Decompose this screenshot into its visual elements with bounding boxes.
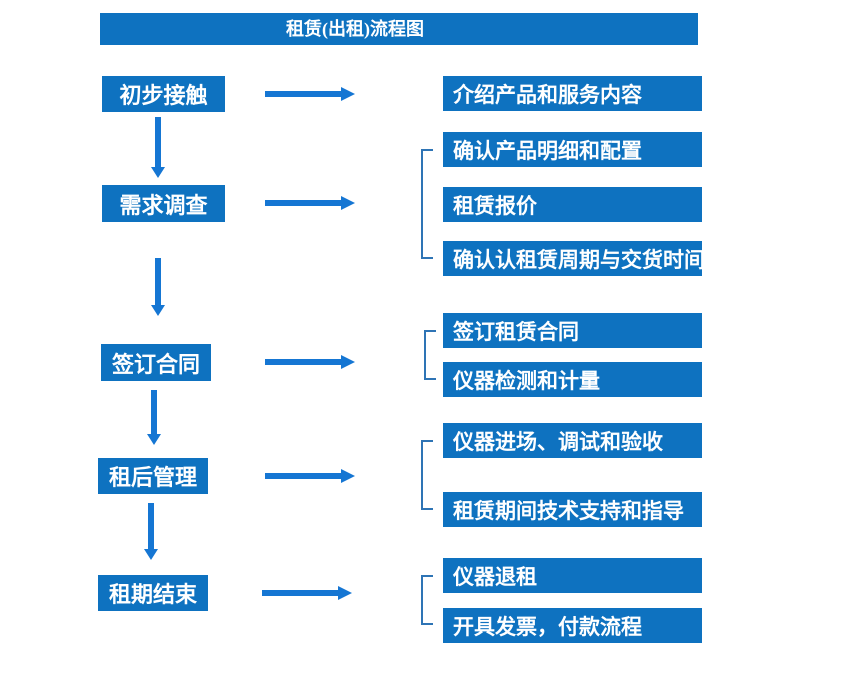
arrow-shaft — [262, 590, 339, 596]
step-box-post-rental-management: 租后管理 — [98, 458, 208, 494]
arrow-shaft — [265, 200, 342, 206]
right-arrow-5 — [262, 586, 352, 600]
right-arrow-2 — [265, 196, 355, 210]
arrow-shaft — [265, 91, 342, 97]
arrow-shaft — [155, 258, 161, 305]
group-bracket-sign-contract — [424, 330, 436, 380]
detail-box-invoice-payment: 开具发票，付款流程 — [443, 608, 702, 643]
detail-box-technical-support: 租赁期间技术支持和指导 — [443, 492, 702, 527]
group-bracket-post-rental — [421, 440, 433, 510]
group-bracket-demand-survey — [421, 149, 433, 259]
arrow-head-icon — [147, 434, 161, 445]
detail-box-sign-rental-contract: 签订租赁合同 — [443, 313, 702, 348]
arrow-shaft — [265, 359, 342, 365]
down-arrow-1 — [151, 117, 165, 178]
arrow-head-icon — [341, 469, 355, 483]
arrow-shaft — [151, 390, 157, 434]
step-box-demand-survey: 需求调查 — [102, 185, 225, 222]
detail-box-confirm-product-config: 确认产品明细和配置 — [443, 132, 702, 167]
detail-box-rental-quote: 租赁报价 — [443, 187, 702, 222]
right-arrow-3 — [265, 355, 355, 369]
right-arrow-4 — [265, 469, 355, 483]
detail-box-instrument-return: 仪器退租 — [443, 558, 702, 593]
step-box-initial-contact: 初步接触 — [102, 76, 225, 112]
arrow-shaft — [148, 503, 154, 549]
arrow-head-icon — [151, 305, 165, 316]
arrow-shaft — [155, 117, 161, 167]
arrow-head-icon — [151, 167, 165, 178]
detail-box-introduce-products: 介绍产品和服务内容 — [443, 76, 702, 111]
down-arrow-2 — [151, 258, 165, 316]
right-arrow-1 — [265, 87, 355, 101]
step-box-sign-contract: 签订合同 — [101, 344, 211, 381]
arrow-head-icon — [341, 355, 355, 369]
arrow-shaft — [265, 473, 342, 479]
detail-box-instrument-testing: 仪器检测和计量 — [443, 362, 702, 397]
arrow-head-icon — [341, 196, 355, 210]
down-arrow-4 — [144, 503, 158, 560]
step-box-rental-end: 租期结束 — [98, 575, 208, 611]
detail-box-instrument-setup-acceptance: 仪器进场、调试和验收 — [443, 423, 702, 458]
group-bracket-rental-end — [421, 575, 433, 625]
arrow-head-icon — [144, 549, 158, 560]
arrow-head-icon — [341, 87, 355, 101]
flowchart-title: 租赁(出租)流程图 — [100, 13, 698, 45]
detail-box-confirm-period-delivery: 确认认租赁周期与交货时间 — [443, 241, 705, 276]
down-arrow-3 — [147, 390, 161, 445]
arrow-head-icon — [338, 586, 352, 600]
